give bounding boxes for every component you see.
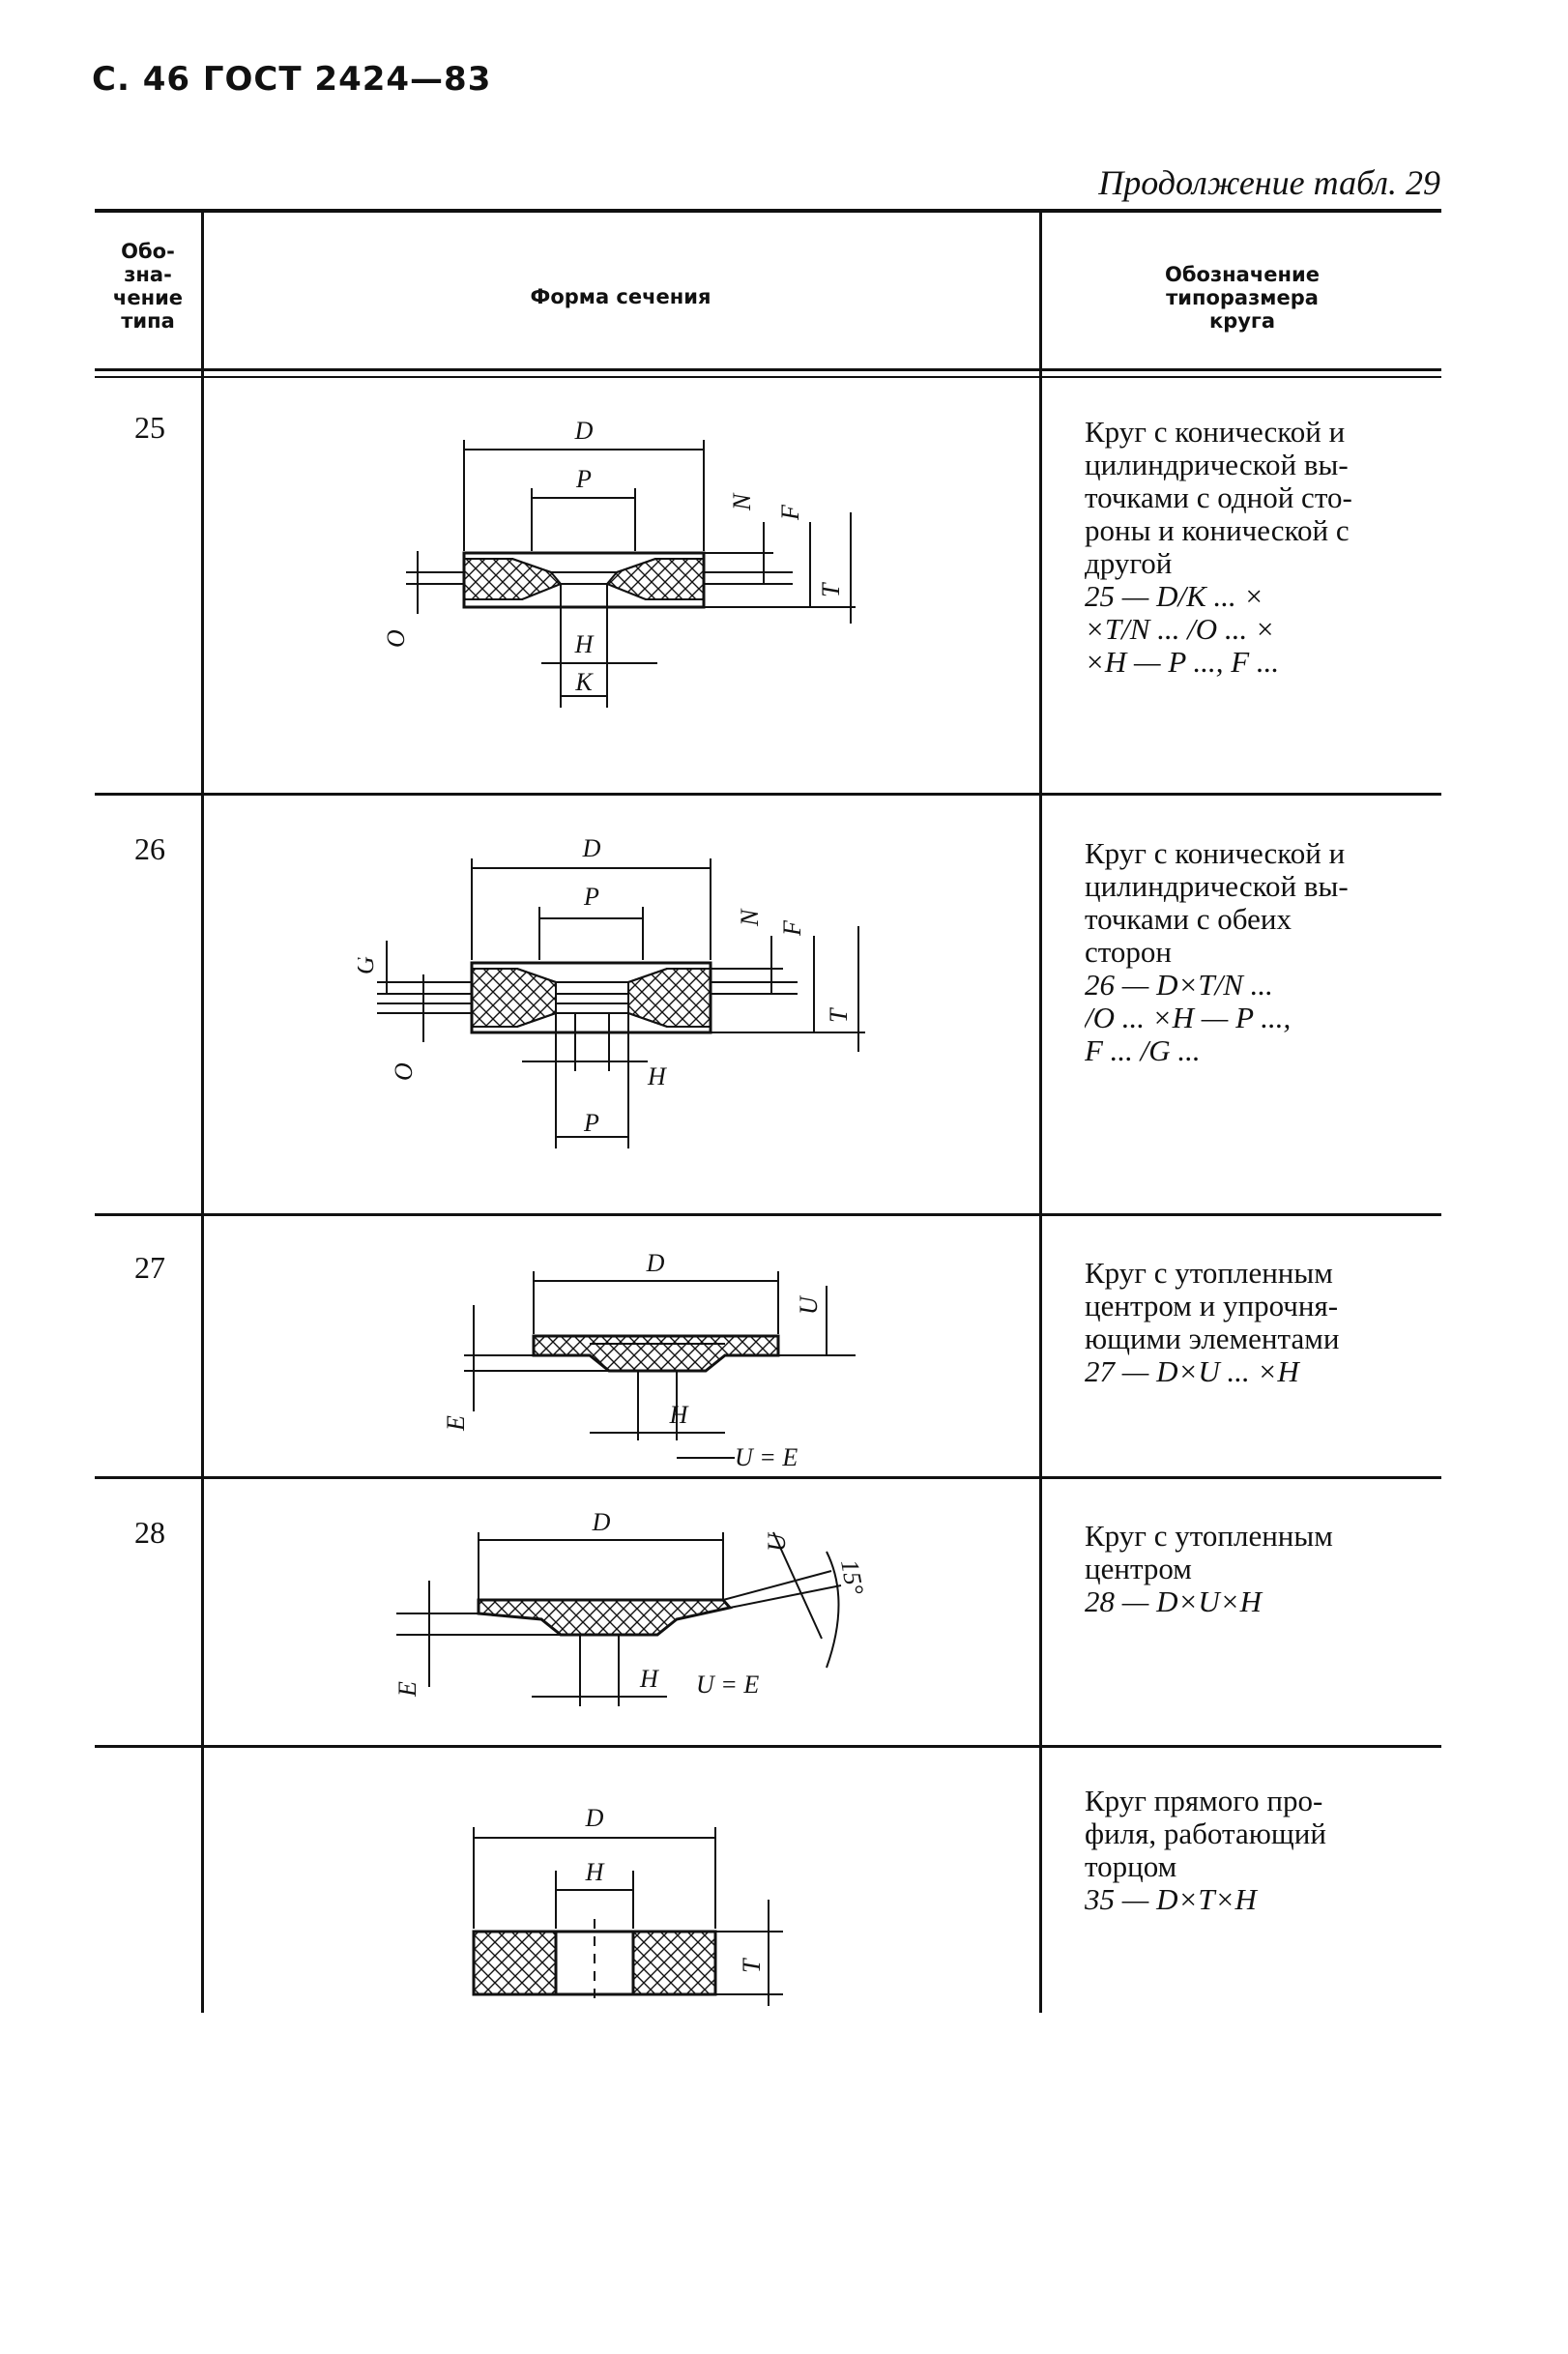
svg-text:D: D <box>582 834 601 862</box>
svg-text:D: D <box>646 1249 665 1277</box>
column-divider <box>201 213 204 2013</box>
svg-text:H: H <box>585 1858 605 1886</box>
svg-text:N: N <box>728 492 756 511</box>
row-description: Круг с утопленным центром 28 — D×U×H <box>1085 1520 1333 1618</box>
svg-text:H: H <box>669 1401 689 1429</box>
row-separator <box>95 1745 1441 1748</box>
svg-text:D: D <box>585 1804 604 1832</box>
row-separator <box>95 1476 1441 1479</box>
row-description: Круг с конической и цилиндрической вы- т… <box>1085 837 1349 1067</box>
row-type-number: 27 <box>134 1250 165 1285</box>
svg-text:N: N <box>736 908 764 927</box>
header-bottom-rule <box>95 368 1441 371</box>
svg-text:F: F <box>776 504 804 521</box>
header-bottom-rule-2 <box>95 376 1441 378</box>
row-description: Круг с утопленным центром и упрочня- ющи… <box>1085 1257 1340 1388</box>
section-drawing-35: D H T <box>454 1793 802 2006</box>
svg-text:H: H <box>647 1062 667 1090</box>
svg-text:U = E: U = E <box>696 1671 759 1699</box>
svg-text:G: G <box>358 956 379 974</box>
svg-text:F: F <box>778 919 806 937</box>
svg-text:T: T <box>825 1007 853 1023</box>
svg-text:D: D <box>574 417 594 445</box>
row-type-number: 25 <box>134 410 165 445</box>
column-header-section-shape: Форма сечения <box>530 285 711 308</box>
row-description: Круг с конической и цилиндрической вы- т… <box>1085 416 1352 679</box>
table-top-rule <box>95 209 1441 213</box>
svg-text:E: E <box>445 1415 470 1432</box>
svg-text:T: T <box>738 1958 766 1973</box>
svg-text:H: H <box>639 1665 659 1693</box>
svg-text:P: P <box>583 883 599 911</box>
section-drawing-25: D P N F T O H K <box>367 406 889 725</box>
row-type-number: 28 <box>134 1515 165 1550</box>
svg-text:K: K <box>574 668 594 696</box>
row-separator <box>95 793 1441 796</box>
section-drawing-26: D P N F T G O H P <box>358 829 899 1168</box>
svg-text:P: P <box>583 1109 599 1137</box>
svg-text:U = E: U = E <box>735 1443 798 1469</box>
svg-text:O: O <box>390 1062 418 1081</box>
page-header: С. 46 ГОСТ 2424—83 <box>92 60 492 99</box>
svg-text:E: E <box>393 1681 421 1698</box>
svg-text:15°: 15° <box>835 1557 869 1597</box>
svg-text:D: D <box>592 1508 611 1536</box>
section-drawing-27: D U E H U = E <box>445 1247 889 1469</box>
svg-text:U: U <box>795 1294 823 1315</box>
svg-text:U: U <box>763 1531 791 1552</box>
row-type-number: 26 <box>134 831 165 866</box>
svg-text:P: P <box>575 465 592 493</box>
row-description: Круг прямого про- филя, работающий торцо… <box>1085 1785 1326 1916</box>
row-separator <box>95 1213 1441 1216</box>
column-divider <box>1039 213 1042 2013</box>
svg-text:T: T <box>817 582 845 597</box>
table-continuation-label: Продолжение табл. 29 <box>1098 163 1440 202</box>
svg-text:O: O <box>382 629 410 648</box>
svg-text:H: H <box>574 630 595 658</box>
section-drawing-28: D U 15° E H U = E <box>387 1494 889 1726</box>
